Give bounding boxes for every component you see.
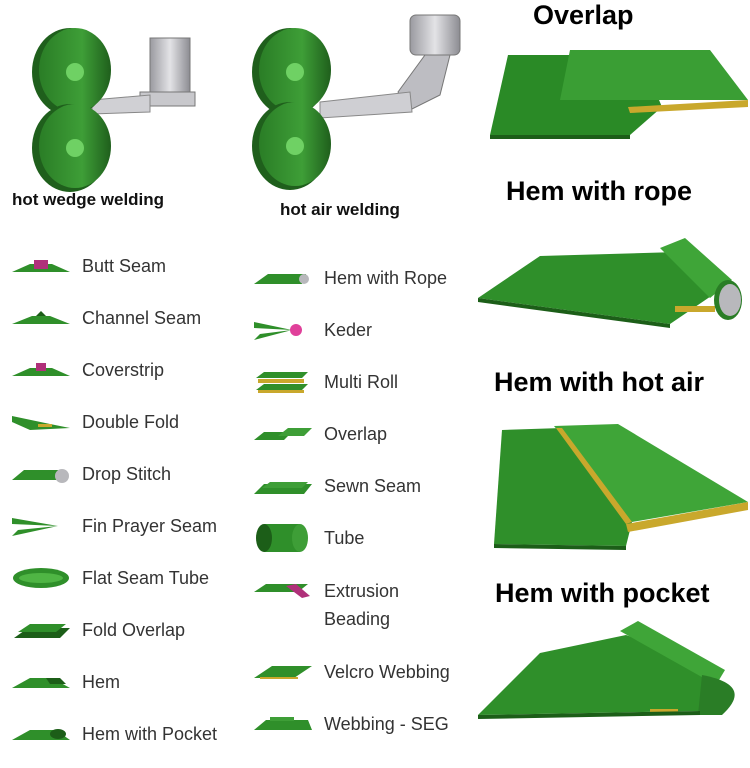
upper-roller [252,28,331,116]
flat-seam-tube-icon [13,568,69,588]
list-item: Flat Seam Tube [10,564,209,592]
coverstrip-icon [12,363,70,376]
hem-pocket-title: Hem with pocket [495,578,710,608]
upper-roller [32,28,111,116]
hot-air-machine [252,14,461,190]
fold-overlap-icon [14,624,70,638]
list-item-label: Hem with Pocket [82,723,218,744]
list-item-label: Butt Seam [82,255,167,276]
webbing-seg-icon [254,717,312,730]
list-item: Webbing - SEG [252,710,449,738]
fin-prayer-seam-icon [12,518,58,536]
keder-icon [254,322,302,340]
hem-with-rope-icon [254,274,309,284]
lower-roller [252,102,331,190]
list-item: Overlap [252,420,387,448]
hem-with-pocket-illustration [478,621,735,719]
list-item-label: Channel Seam [82,307,202,328]
double-fold-icon [12,416,70,430]
list-item-label: Tube [324,527,365,548]
list-item: Velcro Webbing [252,658,450,686]
drop-stitch-icon [12,469,69,483]
list-item-label: Fold Overlap [82,619,186,640]
hem-with-hot-air-illustration [494,424,748,550]
list-item-label: Sewn Seam [324,475,422,496]
hot-wedge-machine [32,28,196,192]
list-item: Butt Seam [10,252,166,280]
list-item: Hem with Pocket [10,720,217,748]
list-item: Drop Stitch [10,460,171,488]
overlap-icon [254,428,312,440]
hem-hot-air-title: Hem with hot air [494,367,705,397]
list-item: Fin Prayer Seam [10,512,217,540]
list-item-label: Webbing - SEG [324,713,449,734]
sewn-seam-icon [254,482,312,494]
list-item-label: Flat Seam Tube [82,567,210,588]
extrusion-beading-icon [254,584,310,598]
list-item: Sewn Seam [252,472,421,500]
list-item-label: Hem [82,671,121,692]
list-item-label: Hem with Rope [324,267,448,288]
overlap-illustration [490,50,748,139]
list-item: Hem [10,668,120,696]
hem-with-pocket-icon [12,729,70,740]
list-item-label: Keder [324,319,373,340]
list-item: Multi Roll [252,368,398,396]
extrusion-beading-label: Extrusion Beading [324,577,399,633]
list-item-label: Extrusion [324,581,400,601]
list-item-label: Double Fold [82,411,180,432]
list-item-label: Beading [324,609,391,629]
list-item-label: Velcro Webbing [324,661,450,682]
list-item-label: Fin Prayer Seam [82,515,218,536]
hem-with-rope-illustration [478,238,742,328]
list-item: Hem with Rope [252,264,447,292]
list-item-label: Multi Roll [324,371,399,392]
velcro-webbing-icon [254,666,312,679]
list-item-label: Overlap [324,423,388,444]
list-item [252,576,314,604]
hot-air-caption: hot air welding [280,200,400,219]
hem-rope-title: Hem with rope [506,176,693,206]
hem-icon [12,678,70,688]
list-item-label: Drop Stitch [82,463,172,484]
overlap-title: Overlap [533,0,634,30]
lower-roller [32,104,111,192]
list-item: Keder [252,316,372,344]
tube-icon [256,524,308,552]
list-item: Coverstrip [10,356,164,384]
list-item: Tube [252,524,364,552]
list-item: Fold Overlap [10,616,185,644]
welding-machines-illustration [32,14,461,192]
list-item-label: Coverstrip [82,359,165,380]
channel-seam-icon [12,311,70,324]
multi-roll-icon [256,372,308,393]
list-item: Double Fold [10,408,179,436]
butt-seam-icon [12,260,70,272]
hot-wedge-caption: hot wedge welding [12,190,165,209]
list-item: Channel Seam [10,304,201,332]
